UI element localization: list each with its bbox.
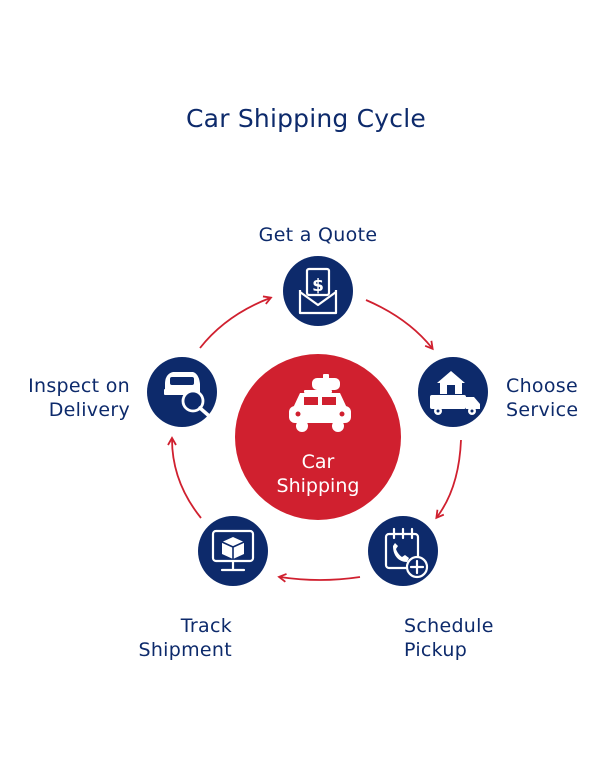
- moving-truck-house-icon: [430, 371, 480, 415]
- arrow-pickup-to-track: [277, 573, 361, 583]
- arrow-quote-to-service: [365, 299, 434, 351]
- step-label-track-shipment-line2: Shipment: [138, 639, 232, 661]
- svg-text:$: $: [312, 276, 324, 296]
- dollar-envelope-icon: $: [298, 267, 338, 315]
- step-label-choose-service-line2: Service: [506, 399, 579, 421]
- step-label-choose-service: Choose Service: [506, 374, 606, 422]
- step-label-get-a-quote-line1: Get a Quote: [258, 224, 378, 246]
- step-label-schedule-pickup-line2: Pickup: [404, 639, 468, 661]
- step-label-schedule-pickup: Schedule Pickup: [404, 614, 524, 662]
- step-circle-schedule-pickup: [368, 516, 438, 586]
- step-label-inspect-on-delivery-line2: Delivery: [48, 399, 130, 421]
- diagram-title: Car Shipping Cycle: [186, 104, 426, 133]
- step-label-schedule-pickup-line1: Schedule: [404, 615, 494, 637]
- arrow-track-to-inspect: [167, 436, 202, 519]
- step-label-choose-service-line1: Choose: [506, 375, 578, 397]
- monitor-package-icon: [211, 529, 255, 572]
- center-circle: [235, 354, 401, 520]
- car-with-roof-box-icon: [289, 374, 351, 432]
- step-label-inspect-on-delivery-line1: Inspect on: [28, 375, 130, 397]
- step-label-inspect-on-delivery: Inspect on Delivery: [10, 374, 130, 422]
- arrow-inspect-to-quote: [199, 295, 273, 349]
- car-magnifier-icon: [164, 372, 210, 417]
- center-label: Car Shipping: [236, 450, 400, 498]
- arrow-service-to-pickup: [435, 439, 462, 520]
- step-label-track-shipment: Track Shipment: [112, 614, 232, 662]
- center-label-line1: Car: [301, 451, 335, 473]
- step-label-track-shipment-line1: Track: [180, 615, 232, 637]
- step-label-get-a-quote: Get a Quote: [218, 223, 418, 247]
- center-label-line2: Shipping: [276, 475, 360, 497]
- calendar-phone-add-icon: [384, 527, 429, 579]
